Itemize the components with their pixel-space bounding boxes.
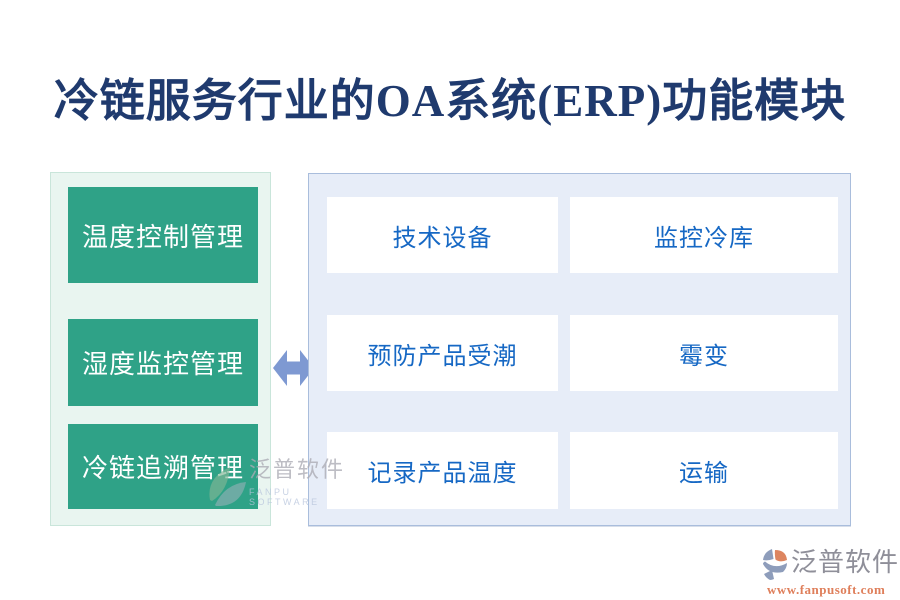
feature-card-tech-equipment: 技术设备 [327, 197, 558, 273]
feature-card-cold-storage-monitoring: 监控冷库 [570, 197, 838, 273]
fanpu-logo-icon [763, 549, 787, 580]
page-title: 冷链服务行业的OA系统(ERP)功能模块 [53, 76, 847, 126]
watermark-br-brand: 泛普软件 [791, 548, 900, 577]
right-panel: 技术设备 监控冷库 预防产品受潮 霉变 记录产品温度 运输 [308, 173, 851, 526]
double-arrow-icon [273, 350, 314, 386]
feature-card-mildew: 霉变 [570, 315, 838, 391]
watermark-br-url: www.fanpusoft.com [767, 582, 886, 597]
module-item-humidity-monitoring: 湿度监控管理 [68, 319, 258, 406]
module-item-temperature-control: 温度控制管理 [68, 187, 258, 283]
feature-card-temperature-recording: 记录产品温度 [327, 432, 558, 509]
feature-card-transport: 运输 [570, 432, 838, 509]
module-item-coldchain-tracing: 冷链追溯管理 [68, 424, 258, 509]
feature-card-moisture-prevention: 预防产品受潮 [327, 315, 558, 391]
left-panel: 温度控制管理 湿度监控管理 冷链追溯管理 [50, 172, 271, 526]
watermark-bottom-right: 泛普软件 www.fanpusoft.com [760, 548, 900, 598]
